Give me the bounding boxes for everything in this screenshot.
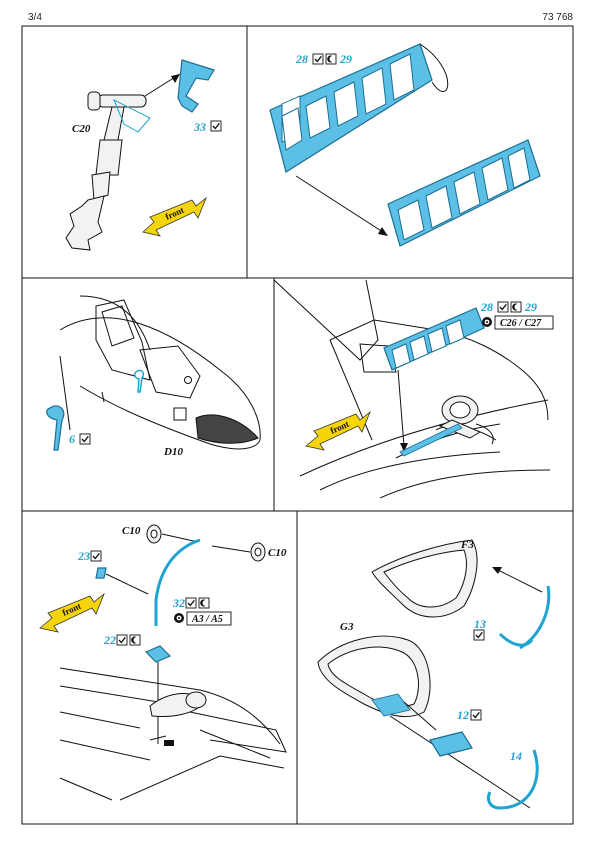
check-icon [470, 709, 482, 721]
pe-part-12 [429, 731, 473, 757]
pe-part-14 [486, 749, 539, 810]
arrowhead-icon [400, 443, 408, 452]
pe-number-28: 28 [295, 52, 308, 66]
part-g3-drawing [317, 635, 431, 718]
check-icon [90, 550, 102, 562]
pe-number-29: 29 [339, 52, 352, 66]
arrowhead-icon [492, 567, 502, 574]
check-icon [473, 629, 485, 641]
half-moon-icon [129, 634, 141, 646]
pe-number-33: 33 [193, 120, 206, 134]
c10-part-left [146, 524, 162, 544]
pe-installed [399, 423, 463, 457]
paint-ref: C26 / C27 [500, 318, 542, 329]
cockpit-fuselage-drawing [59, 295, 261, 450]
arrowhead-icon [171, 74, 180, 83]
paint-ref-box [186, 611, 232, 626]
pe-number-22: 22 [103, 633, 116, 647]
pe-part-13-lower [498, 632, 534, 647]
pe-number-23: 23 [77, 549, 90, 563]
check-icon [79, 433, 91, 445]
panel-3: 6 D10 [46, 295, 261, 458]
guide-line [211, 545, 251, 553]
product-code: 73 768 [542, 12, 573, 23]
guide-line [105, 573, 149, 595]
paint-icon [482, 317, 492, 327]
pe-number-13: 13 [474, 617, 486, 631]
panel-5: C10 C10 23 32 A3 / A5 22 [39, 524, 287, 801]
paint-icon [174, 613, 184, 623]
guide-line [389, 715, 531, 809]
pe-part-33 [177, 59, 215, 113]
part-f3-drawing [371, 539, 478, 618]
arrowhead-icon [378, 227, 388, 236]
part-label-c10-right: C10 [268, 547, 287, 559]
pe-33-ghost [113, 98, 151, 133]
check-icon [210, 120, 222, 132]
pe-number-29: 29 [524, 300, 537, 314]
half-moon-icon [198, 597, 210, 609]
front-arrow-icon: front [39, 592, 105, 633]
guide-line [493, 567, 543, 593]
part-label-g3: G3 [340, 621, 354, 633]
part-c20-drawing [65, 91, 147, 251]
pe-number-14: 14 [510, 749, 522, 763]
part-label-c20: C20 [72, 123, 91, 135]
part-label-d10: D10 [163, 446, 183, 458]
half-moon-icon [325, 53, 337, 65]
page-number: 3/4 [28, 12, 42, 23]
pe-part-32 [154, 538, 201, 626]
pe-part-13-rib [519, 585, 551, 650]
guide-line [403, 701, 437, 731]
wing-surface-drawing [59, 667, 287, 801]
part-label-f3: F3 [460, 539, 474, 551]
c10-part-right [250, 542, 266, 562]
pe-frame-lower [387, 139, 541, 247]
pe-part-23 [95, 567, 107, 579]
front-arrow-icon: front [305, 410, 371, 451]
pe-part-6 [46, 405, 65, 451]
wing-root-drawing [299, 319, 551, 499]
part-label-c10-left: C10 [122, 525, 141, 537]
pe-number-12: 12 [457, 708, 469, 722]
pe-6-ghost [134, 369, 145, 393]
paint-ref: A3 / A5 [191, 614, 223, 625]
paint-ref-box [494, 315, 554, 330]
check-icon [185, 597, 197, 609]
guide-line [161, 533, 199, 543]
guide-line [397, 369, 405, 447]
pe-number-32: 32 [172, 596, 185, 610]
pe-frame-cells [391, 319, 465, 369]
pe-frame-upper [269, 43, 449, 173]
panel-borders [21, 25, 574, 825]
check-icon [312, 53, 324, 65]
check-icon [116, 634, 128, 646]
pe-number-6: 6 [69, 432, 75, 446]
panel-1: C20 33 front [65, 59, 222, 251]
callout-wedge [273, 279, 379, 361]
panel-2: 28 29 [269, 43, 541, 247]
half-moon-icon [510, 301, 522, 313]
pe-number-28: 28 [480, 300, 493, 314]
guide-line [295, 175, 387, 235]
panel-6: F3 13 G3 12 14 [317, 539, 551, 810]
panel-4: 28 29 C26 / C27 front [273, 279, 554, 499]
front-arrow-icon: front [142, 196, 207, 237]
check-icon [497, 301, 509, 313]
pe-part-22 [144, 645, 172, 663]
